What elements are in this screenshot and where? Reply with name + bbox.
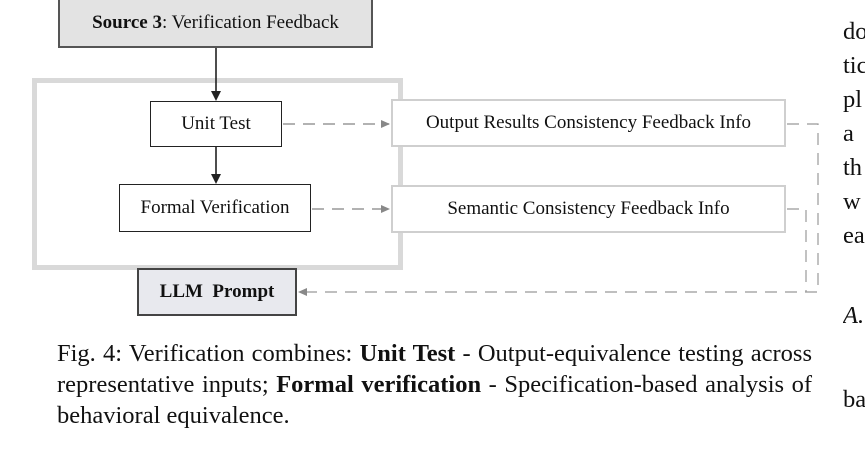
feedback-return-path-inner [787, 208, 807, 292]
semantic-feedback-label: Semantic Consistency Feedback Info [447, 198, 730, 219]
caption-desc-unit-test: - Output-equivalence testing across repr… [57, 340, 812, 398]
column-fragment: tic [843, 52, 865, 79]
source-label-bold: Source 3 [92, 12, 162, 33]
unit-test-box: Unit Test [150, 101, 282, 147]
unit-test-label: Unit Test [181, 113, 251, 134]
feedback-return-path-outer [298, 123, 819, 296]
formal-verification-box: Formal Verification [119, 184, 311, 232]
column-fragment: pl [843, 86, 863, 113]
source-3-box: Source 3: Verification Feedback [58, 0, 373, 48]
column-fragment: a [843, 120, 854, 147]
column-fragment: do [843, 18, 865, 45]
source-label-rest: : Verification Feedback [161, 12, 339, 33]
output-feedback-label: Output Results Consistency Feedback Info [425, 112, 752, 133]
caption-desc-formal: - Specification-based analysis of behavi… [57, 371, 813, 429]
output-feedback-box: Output Results Consistency Feedback Info [391, 99, 786, 147]
caption-prefix: Fig. 4: Verification combines: [57, 340, 360, 367]
column-fragment: ea [843, 222, 865, 249]
figure-caption: Fig. 4: Verification combines: Unit Test… [57, 338, 812, 431]
formal-verification-label: Formal Verification [140, 197, 290, 218]
semantic-feedback-box: Semantic Consistency Feedback Info [391, 185, 786, 233]
column-fragment: w [843, 188, 861, 215]
llm-prompt-box: LLM Prompt [137, 268, 297, 316]
column-fragment: A. [843, 302, 865, 329]
column-fragment: th [843, 154, 863, 181]
column-fragment: ba [843, 386, 865, 413]
caption-term-unit-test: Unit Test [359, 340, 456, 367]
llm-prompt-label: LLM Prompt [159, 281, 275, 302]
caption-term-formal: Formal verification [276, 371, 482, 398]
